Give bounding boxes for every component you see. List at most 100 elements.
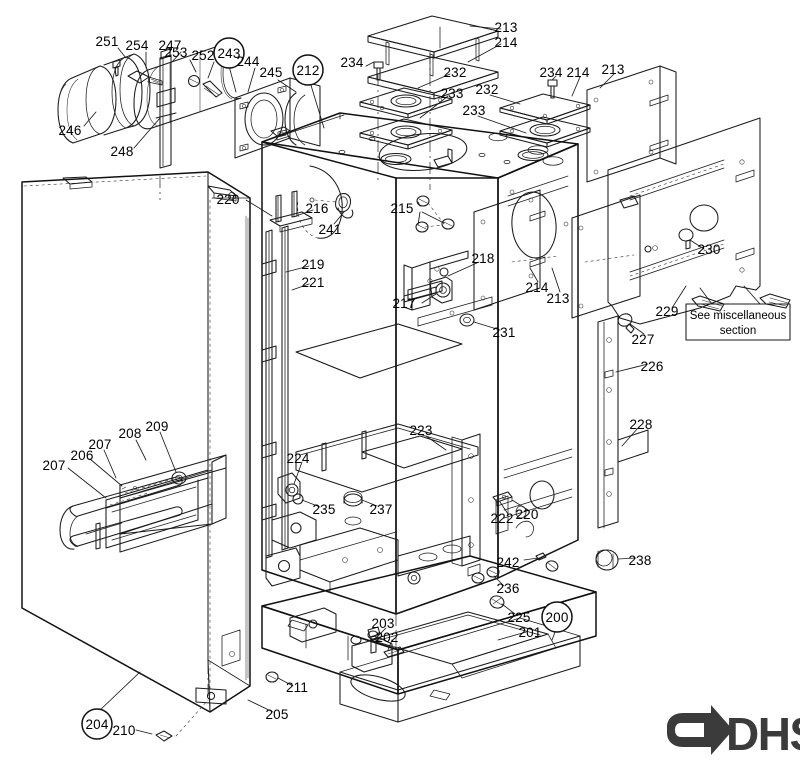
callout-label: 201 bbox=[518, 625, 541, 640]
part-234-bolt-right bbox=[547, 79, 558, 99]
callout-205: 205 bbox=[265, 707, 288, 722]
callout-221: 221 bbox=[301, 275, 324, 290]
main-cabinet-body bbox=[261, 112, 619, 615]
callout-label: 245 bbox=[259, 65, 282, 80]
callout-208: 208 bbox=[118, 426, 141, 441]
note-line-2: section bbox=[720, 325, 756, 337]
callout-label: 200 bbox=[545, 610, 568, 625]
callout-label: 227 bbox=[631, 332, 654, 347]
callout-label: 228 bbox=[629, 417, 652, 432]
callout-label: 230 bbox=[697, 242, 720, 257]
callout-label: 217 bbox=[392, 296, 415, 311]
callout-213: 213 bbox=[494, 20, 517, 35]
callout-201: 201 bbox=[518, 625, 541, 640]
callout-label: 248 bbox=[110, 144, 133, 159]
callout-213: 213 bbox=[601, 62, 624, 77]
callout-label: 233 bbox=[440, 86, 463, 101]
callout-226: 226 bbox=[640, 359, 663, 374]
callout-label: 241 bbox=[318, 222, 341, 237]
part-210-screw bbox=[155, 730, 173, 742]
callout-label: 219 bbox=[301, 257, 324, 272]
callout-label: 242 bbox=[496, 555, 519, 570]
callout-248: 248 bbox=[110, 144, 133, 159]
callout-label: 202 bbox=[375, 630, 398, 645]
part-217-218-hinge bbox=[403, 250, 469, 311]
part-246-blower-motor bbox=[57, 53, 151, 144]
callout-232: 232 bbox=[475, 82, 498, 97]
note-line-1: See miscellaneous bbox=[690, 310, 787, 322]
callout-217: 217 bbox=[392, 296, 415, 311]
part-241-latch bbox=[335, 193, 354, 219]
burner-plates-232-233-left bbox=[359, 52, 453, 190]
part-254-bolt bbox=[127, 70, 163, 86]
callout-228: 228 bbox=[629, 417, 652, 432]
callout-label: 213 bbox=[494, 20, 517, 35]
callout-label: 220 bbox=[515, 507, 538, 522]
callout-234: 234 bbox=[539, 65, 562, 80]
dhs-logo: DHS bbox=[667, 705, 800, 760]
callout-label: 254 bbox=[125, 38, 148, 53]
part-253-screw bbox=[187, 74, 201, 88]
callout-label: 236 bbox=[496, 581, 519, 596]
part-236-nuts bbox=[471, 566, 500, 584]
callout-label: 247 bbox=[158, 38, 181, 53]
callout-246: 246 bbox=[58, 123, 81, 138]
callout-231: 231 bbox=[492, 325, 515, 340]
callout-label: 238 bbox=[628, 553, 651, 568]
callout-237: 237 bbox=[369, 502, 392, 517]
callout-label: 233 bbox=[462, 103, 485, 118]
part-211-screw bbox=[265, 671, 279, 683]
callout-230: 230 bbox=[697, 242, 720, 257]
callout-202: 202 bbox=[375, 630, 398, 645]
callout-209: 209 bbox=[145, 419, 168, 434]
part-215-screws bbox=[415, 195, 455, 233]
callout-251: 251 bbox=[95, 34, 118, 49]
part-209-nut bbox=[171, 471, 187, 485]
callout-236: 236 bbox=[496, 581, 519, 596]
callout-252: 252 bbox=[191, 48, 214, 63]
callout-253: 253 bbox=[164, 45, 187, 60]
callout-212: 212 bbox=[292, 54, 324, 86]
callout-234: 234 bbox=[340, 55, 363, 70]
part-fastener-lower-long bbox=[691, 295, 725, 312]
callout-204: 204 bbox=[81, 708, 113, 740]
callout-label: 246 bbox=[58, 123, 81, 138]
callout-241: 241 bbox=[318, 222, 341, 237]
callout-label: 215 bbox=[390, 201, 413, 216]
interior-grating-lower bbox=[361, 435, 463, 469]
callout-215: 215 bbox=[390, 201, 413, 216]
base-pedestal-200 bbox=[261, 535, 597, 723]
callout-211: 211 bbox=[286, 680, 308, 695]
callout-216: 216 bbox=[305, 201, 328, 216]
top-cover-plates-213-214 bbox=[367, 15, 499, 100]
callout-label: 213 bbox=[546, 291, 569, 306]
callout-222: 222 bbox=[490, 511, 513, 526]
callout-label: 226 bbox=[640, 359, 663, 374]
part-242-screws bbox=[535, 552, 559, 572]
callout-229: 229 bbox=[655, 304, 678, 319]
dhs-arrow-mark bbox=[667, 705, 733, 755]
callout-213: 213 bbox=[546, 291, 569, 306]
callout-label: 232 bbox=[475, 82, 498, 97]
part-223-divider bbox=[451, 433, 481, 567]
part-237-grommet bbox=[343, 491, 363, 526]
callout-243: 243 bbox=[213, 37, 245, 69]
callout-223: 223 bbox=[409, 423, 432, 438]
callout-label: 232 bbox=[443, 65, 466, 80]
callout-label: 229 bbox=[655, 304, 678, 319]
left-door-panel-204 bbox=[21, 171, 279, 742]
callout-label: 213 bbox=[601, 62, 624, 77]
part-231-boss bbox=[459, 313, 475, 327]
callout-235: 235 bbox=[312, 502, 335, 517]
side-panels-213-214 bbox=[473, 65, 677, 319]
callout-label: 220 bbox=[216, 192, 239, 207]
part-238-plug bbox=[595, 549, 619, 571]
callout-227: 227 bbox=[631, 332, 654, 347]
part-225-clip bbox=[489, 595, 505, 609]
note-box-miscellaneous: See miscellaneous section bbox=[685, 285, 791, 341]
callout-207: 207 bbox=[42, 458, 65, 473]
callout-206: 206 bbox=[70, 448, 93, 463]
callout-label: 231 bbox=[492, 325, 515, 340]
callout-label: 234 bbox=[340, 55, 363, 70]
